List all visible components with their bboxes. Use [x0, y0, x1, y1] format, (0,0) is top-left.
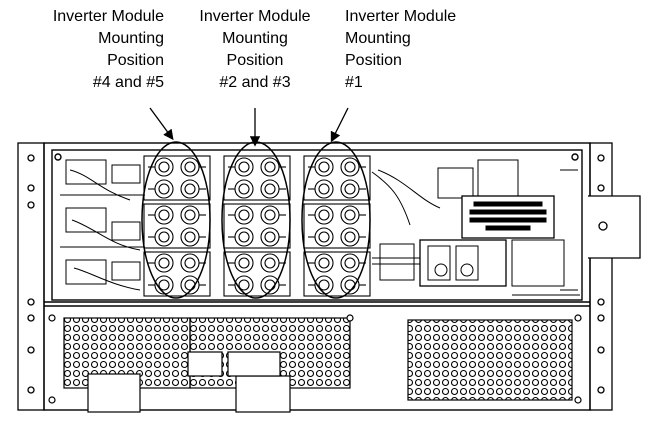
left-rack-ear: [17, 142, 45, 411]
callout-line: Mounting: [98, 30, 164, 47]
module-bays: [143, 155, 371, 297]
fastener: [340, 205, 360, 225]
callout-line: Inverter Module: [345, 8, 457, 25]
module-bay: [223, 203, 291, 249]
callout-line: Position: [345, 52, 402, 69]
ellipse-position-1: [301, 141, 371, 299]
arrow-position-4-5: [149, 107, 174, 141]
right-rack-ear: [589, 142, 613, 411]
fastener: [314, 157, 334, 177]
fastener: [154, 179, 174, 199]
callout-position-2-3: Inverter Module Mounting Position #2 and…: [178, 6, 332, 94]
fastener: [260, 253, 280, 273]
callout-line: #1: [345, 74, 363, 91]
fastener: [154, 253, 174, 273]
callout-line: Mounting: [345, 30, 411, 47]
fastener: [260, 179, 280, 199]
module-bay: [143, 155, 211, 201]
fastener: [340, 157, 360, 177]
module-bay: [303, 251, 371, 297]
fastener: [180, 179, 200, 199]
fastener: [180, 157, 200, 177]
callout-line: #4 and #5: [92, 74, 164, 91]
callout-line: Position: [226, 52, 284, 69]
fastener: [180, 253, 200, 273]
side-bracket: [588, 195, 641, 259]
fastener: [234, 179, 254, 199]
callout-line: #2 and #3: [219, 74, 291, 91]
right-components: [371, 159, 580, 296]
fastener: [340, 227, 360, 247]
fastener: [340, 179, 360, 199]
fastener: [314, 227, 334, 247]
fastener: [180, 227, 200, 247]
fastener: [154, 205, 174, 225]
callout-line: Position: [107, 52, 164, 69]
position-ellipses: [141, 141, 371, 299]
left-wiring-area: [60, 159, 145, 291]
module-bay: [223, 251, 291, 297]
fastener: [234, 253, 254, 273]
chassis-frame: [43, 142, 591, 411]
vent-grille-right: [407, 319, 573, 401]
callout-line: Mounting: [222, 30, 288, 47]
ellipse-position-2-3: [221, 141, 291, 299]
ellipse-position-4-5: [141, 141, 211, 299]
fastener: [234, 157, 254, 177]
callout-line: Inverter Module: [52, 8, 164, 25]
module-bay: [303, 203, 371, 249]
fastener: [314, 179, 334, 199]
leader-arrows: [149, 107, 349, 147]
fastener: [234, 205, 254, 225]
fastener: [314, 253, 334, 273]
module-bay: [143, 203, 211, 249]
fastener: [314, 205, 334, 225]
module-bay: [303, 155, 371, 201]
fastener: [154, 227, 174, 247]
fastener: [234, 227, 254, 247]
fastener: [180, 205, 200, 225]
fastener: [260, 205, 280, 225]
callout-line: Inverter Module: [199, 8, 311, 25]
callout-position-1: Inverter Module Mounting Position #1: [345, 6, 505, 94]
module-bay: [143, 251, 211, 297]
callout-position-4-5: Inverter Module Mounting Position #4 and…: [4, 6, 164, 94]
module-bay: [223, 155, 291, 201]
fastener: [340, 253, 360, 273]
lower-panel: [48, 314, 582, 413]
fastener: [260, 157, 280, 177]
arrow-position-1: [330, 107, 349, 143]
fastener: [260, 227, 280, 247]
fastener: [154, 157, 174, 177]
